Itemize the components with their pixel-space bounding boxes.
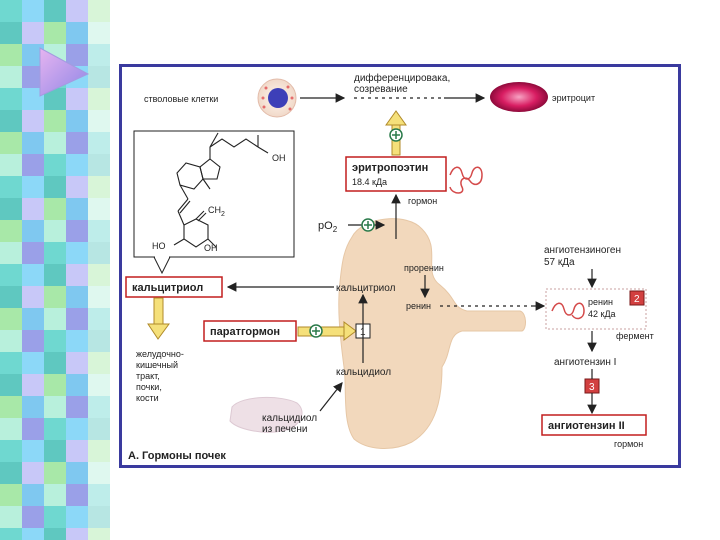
parathormone-label: паратгормон (210, 326, 280, 338)
protein-coil-icon (449, 166, 483, 194)
gi-line-1: желудочно- (136, 349, 184, 359)
step-2-label: 2 (634, 294, 640, 305)
calcidiol-liver-2: из печени (262, 424, 307, 435)
plus-circle-icon (309, 324, 323, 338)
step-3-label: 3 (589, 382, 595, 393)
differentiation-label-2: созревание (354, 84, 408, 95)
angiotensin2-label: ангиотензин II (548, 420, 625, 432)
ho-label: HO (152, 241, 166, 251)
calcidiol-liver-1: кальцидиол (262, 413, 317, 424)
figure-caption: А. Гормоны почек (128, 450, 226, 462)
gi-line-2: кишечный (136, 360, 178, 370)
calcitriol-down-arrow (147, 297, 170, 340)
erythrocyte-icon (490, 82, 548, 112)
triangle-play-icon (39, 47, 90, 97)
angiotensin1-label: ангиотензин I (554, 357, 616, 368)
angiotensinogen-label: ангиотензиноген (544, 245, 621, 256)
calcitriol-kidney-label: кальцитриол (336, 283, 396, 294)
kidney-shape (338, 218, 526, 449)
parathormone-arrow (297, 321, 357, 341)
stem-cell-icon (257, 78, 297, 118)
oh-bottom: OH (204, 243, 218, 253)
gi-line-4: почки, (136, 382, 162, 392)
step-2-badge (629, 290, 645, 306)
ch2-label: CH2 (208, 205, 225, 218)
callout-pointer (153, 256, 171, 275)
plus-circle-icon (361, 218, 375, 232)
calcitriol-box (125, 276, 223, 298)
hormone-label-at2: гормон (614, 439, 643, 449)
calcitriol-structure-drawing (173, 132, 269, 248)
stem-cells-label: стволовые клетки (144, 94, 218, 104)
angiotensinogen-mass: 57 кДа (544, 257, 575, 268)
calcitriol-structure-box (133, 130, 295, 258)
renin-mass: 42 кДа (588, 309, 616, 319)
renin-box (545, 288, 647, 330)
renin-kidney-label: ренин (406, 301, 431, 311)
liver-shape (229, 396, 303, 433)
renin-box-label: ренин (588, 297, 613, 307)
po2-label: pO2 (318, 220, 338, 234)
arrow-liver-to-calcidiol (319, 382, 343, 412)
gi-line-3: тракт, (136, 371, 160, 381)
oh-top: OH (272, 153, 286, 163)
differentiation-label-1: дифференцировака, (354, 72, 450, 84)
erythrocyte-label: эритроцит (552, 93, 595, 103)
calcitriol-box-label: кальцитриол (132, 282, 203, 294)
epo-title: эритропоэтин (352, 162, 428, 174)
angiotensin2-box (541, 414, 647, 436)
hormone-label-epo: гормон (408, 196, 437, 206)
decorative-stripe (0, 0, 110, 540)
parathormone-box (203, 320, 297, 342)
epo-mass: 18.4 кДа (352, 177, 387, 187)
prorenin-label: проренин (404, 263, 444, 273)
renin-coil-icon (551, 302, 585, 320)
gi-line-5: кости (136, 393, 159, 403)
kidney-hormones-diagram: стволовые клетки дифференцировака, созре… (125, 72, 654, 462)
diagram-panel: стволовые клетки дифференцировака, созре… (119, 64, 681, 468)
plus-circle-icon (389, 128, 403, 142)
epo-box (345, 156, 447, 192)
calcidiol-label: кальцидиол (336, 367, 391, 378)
enzyme-label: фермент (616, 331, 654, 341)
